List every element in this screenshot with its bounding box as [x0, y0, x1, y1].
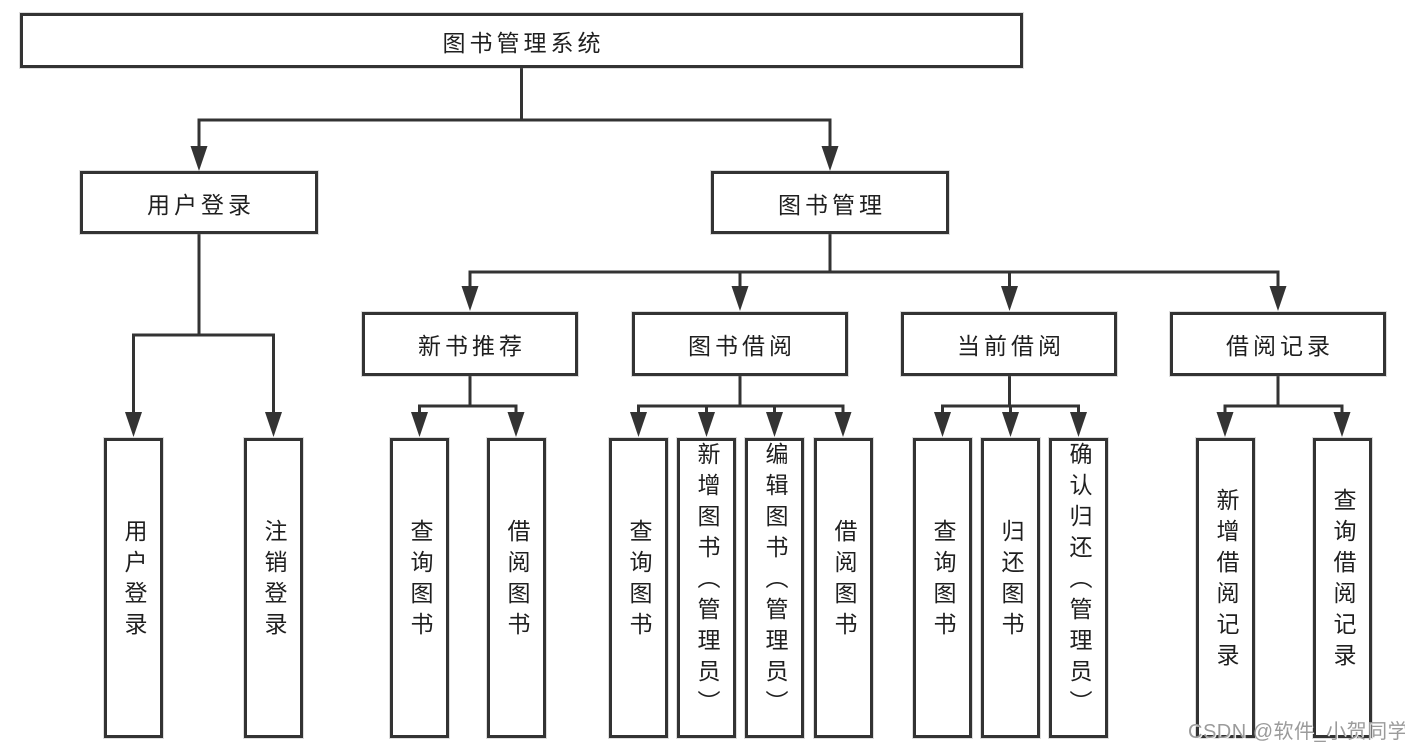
- node-borrowing-records: 借阅记录: [1170, 312, 1386, 376]
- leaf-label: 借阅图书: [504, 519, 530, 643]
- node-label: 图书管理系统: [442, 29, 605, 56]
- leaf-label: 查询图书: [930, 519, 956, 643]
- csdn-watermark: CSDN @软件_小贺同学: [1188, 721, 1405, 743]
- node-current-borrowing: 当前借阅: [901, 312, 1117, 376]
- node-label: 图书管理: [778, 191, 886, 218]
- leaf-label: 注销登录: [261, 519, 287, 643]
- leaf-newbooks-borrow-book: 借阅图书: [487, 438, 546, 738]
- node-book-borrowing: 图书借阅: [632, 312, 848, 376]
- leaf-label: 新增图书（管理员）: [694, 441, 720, 721]
- leaf-records-add-record: 新增借阅记录: [1196, 438, 1255, 738]
- leaf-label: 确认归还（管理员）: [1066, 441, 1092, 721]
- leaf-label: 新增借阅记录: [1213, 488, 1239, 674]
- leaf-borrowing-query-book: 查询图书: [609, 438, 668, 738]
- node-book-management: 图书管理: [711, 171, 949, 234]
- leaf-logout: 注销登录: [244, 438, 303, 738]
- leaf-user-login: 用户登录: [104, 438, 163, 738]
- leaf-label: 查询图书: [626, 519, 652, 643]
- leaf-records-query-record: 查询借阅记录: [1313, 438, 1372, 738]
- node-new-book-recommendation: 新书推荐: [362, 312, 578, 376]
- leaf-current-query-book: 查询图书: [913, 438, 972, 738]
- leaf-label: 归还图书: [998, 519, 1024, 643]
- leaf-current-confirm-return-admin: 确认归还（管理员）: [1049, 438, 1108, 738]
- leaf-label: 借阅图书: [831, 519, 857, 643]
- node-label: 用户登录: [147, 191, 255, 218]
- node-label: 图书借阅: [688, 333, 796, 359]
- node-label: 新书推荐: [418, 333, 526, 359]
- node-label: 当前借阅: [957, 333, 1065, 359]
- leaf-label: 用户登录: [121, 519, 147, 643]
- leaf-label: 查询借阅记录: [1330, 488, 1356, 674]
- leaf-borrowing-add-book-admin: 新增图书（管理员）: [677, 438, 736, 738]
- leaf-current-return-book: 归还图书: [981, 438, 1040, 738]
- node-library-management-system: 图书管理系统: [20, 13, 1023, 68]
- node-label: 借阅记录: [1226, 333, 1334, 359]
- node-user-login: 用户登录: [80, 171, 318, 234]
- leaf-label: 编辑图书（管理员）: [762, 441, 788, 721]
- leaf-borrowing-borrow-book: 借阅图书: [814, 438, 873, 738]
- leaf-borrowing-edit-book-admin: 编辑图书（管理员）: [745, 438, 804, 738]
- leaf-newbooks-query-book: 查询图书: [390, 438, 449, 738]
- leaf-label: 查询图书: [407, 519, 433, 643]
